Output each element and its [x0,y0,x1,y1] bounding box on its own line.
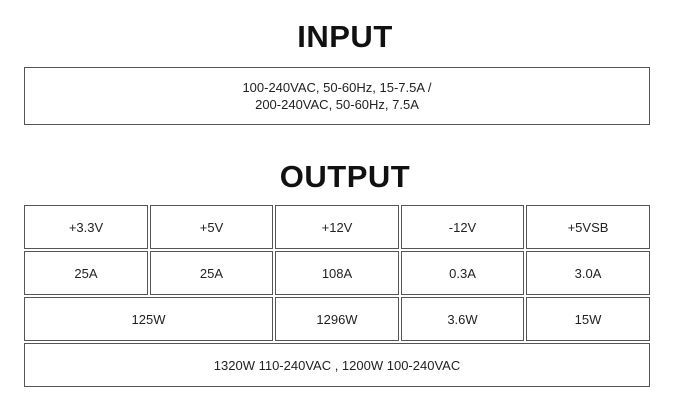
current-3v3: 25A [24,251,148,295]
power-12v: 1296W [275,297,399,341]
current-neg12v: 0.3A [401,251,524,295]
power-5vsb: 15W [526,297,650,341]
current-5vsb: 3.0A [526,251,650,295]
rail-label-3v3: +3.3V [24,205,148,249]
rail-label-neg12v: -12V [401,205,524,249]
rail-label-5v: +5V [150,205,273,249]
rail-label-12v: +12V [275,205,399,249]
input-spec-box: 100-240VAC, 50-60Hz, 15-7.5A / 200-240VA… [24,67,650,125]
power-neg12v: 3.6W [401,297,524,341]
current-12v: 108A [275,251,399,295]
input-heading: INPUT [297,19,393,54]
input-spec-line-2: 200-240VAC, 50-60Hz, 7.5A [255,97,419,112]
rail-label-5vsb: +5VSB [526,205,650,249]
current-5v: 25A [150,251,273,295]
output-heading: OUTPUT [279,159,411,194]
input-spec-line-1: 100-240VAC, 50-60Hz, 15-7.5A / [242,80,432,95]
power-3v3-5v-combined: 125W [24,297,273,341]
total-power: 1320W 110-240VAC , 1200W 100-240VAC [24,343,650,387]
